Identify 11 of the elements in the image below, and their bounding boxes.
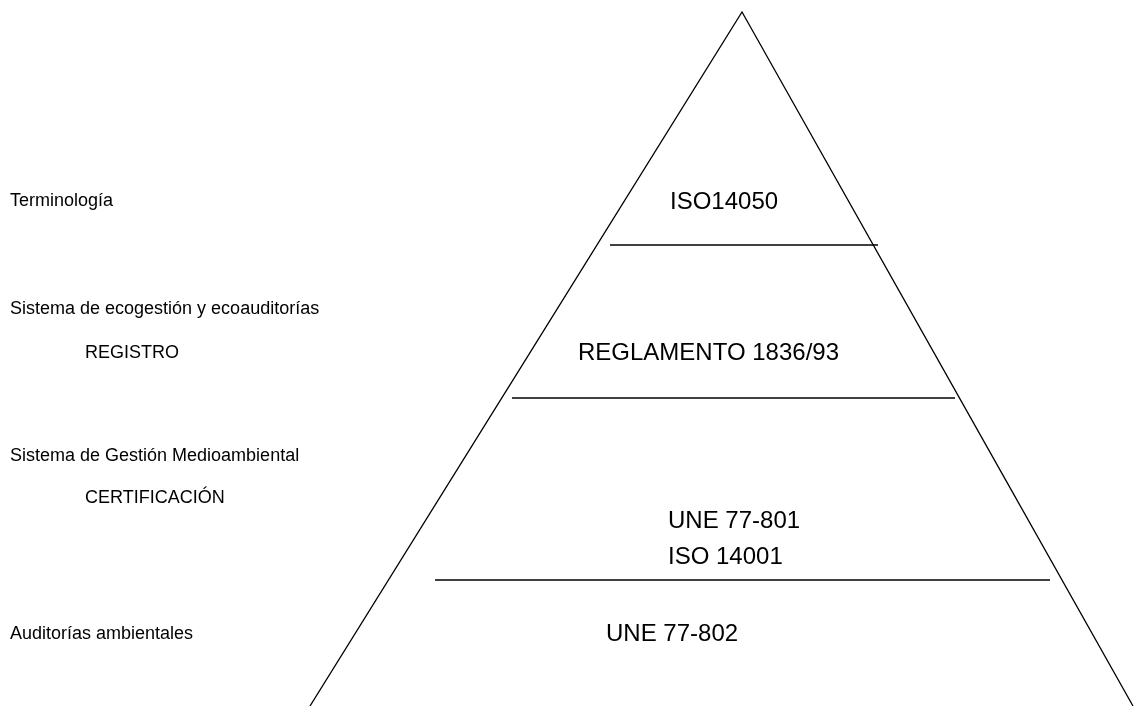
level-description: Sistema de ecogestión y ecoauditorías <box>10 297 320 319</box>
standard-label: ISO14050 <box>670 186 779 216</box>
standard-label: UNE 77-801 <box>668 505 801 535</box>
level-description: REGISTRO <box>85 341 179 363</box>
standard-label: UNE 77-802 <box>606 618 739 648</box>
level-description: CERTIFICACIÓN <box>85 486 225 508</box>
standard-label: ISO 14001 <box>668 541 783 571</box>
level-description: Sistema de Gestión Medioambiental <box>10 444 300 466</box>
level-description: Terminología <box>10 189 114 211</box>
standard-label: REGLAMENTO 1836/93 <box>578 337 839 367</box>
level-description: Auditorías ambientales <box>10 622 194 644</box>
